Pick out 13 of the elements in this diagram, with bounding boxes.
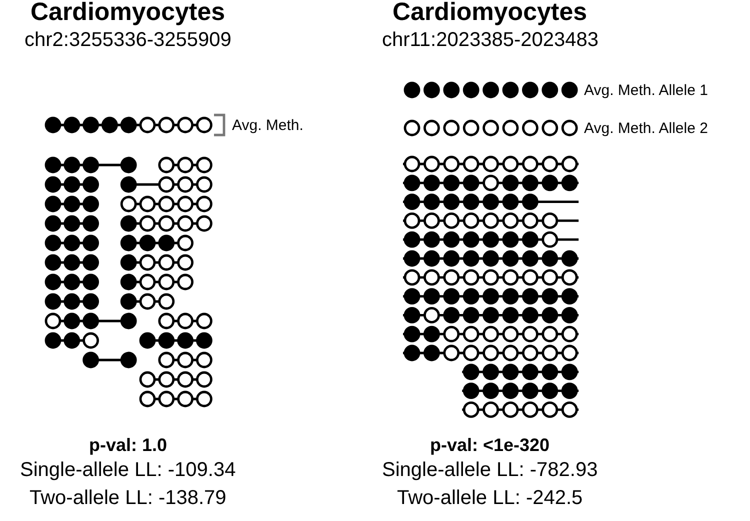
log-likelihood: Single-allele LL: -109.34 xyxy=(20,460,236,480)
p-value: p-val: 1.0 xyxy=(89,436,168,454)
genomic-region: chr11:2023385-2023483 xyxy=(382,30,598,50)
row-label: Avg. Meth. xyxy=(232,118,304,133)
p-value: p-val: <1e-320 xyxy=(430,436,550,454)
row-label: Avg. Meth. Allele 2 xyxy=(584,121,708,136)
log-likelihood: Two-allele LL: -138.79 xyxy=(30,488,226,508)
genomic-region: chr2:3255336-3255909 xyxy=(24,30,232,50)
log-likelihood: Single-allele LL: -782.93 xyxy=(382,460,598,480)
row-label: Avg. Meth. Allele 1 xyxy=(584,83,708,98)
panel-heading: Cardiomyocytes xyxy=(30,0,226,25)
panel-heading: Cardiomyocytes xyxy=(392,0,588,25)
log-likelihood: Two-allele LL: -242.5 xyxy=(397,488,583,508)
